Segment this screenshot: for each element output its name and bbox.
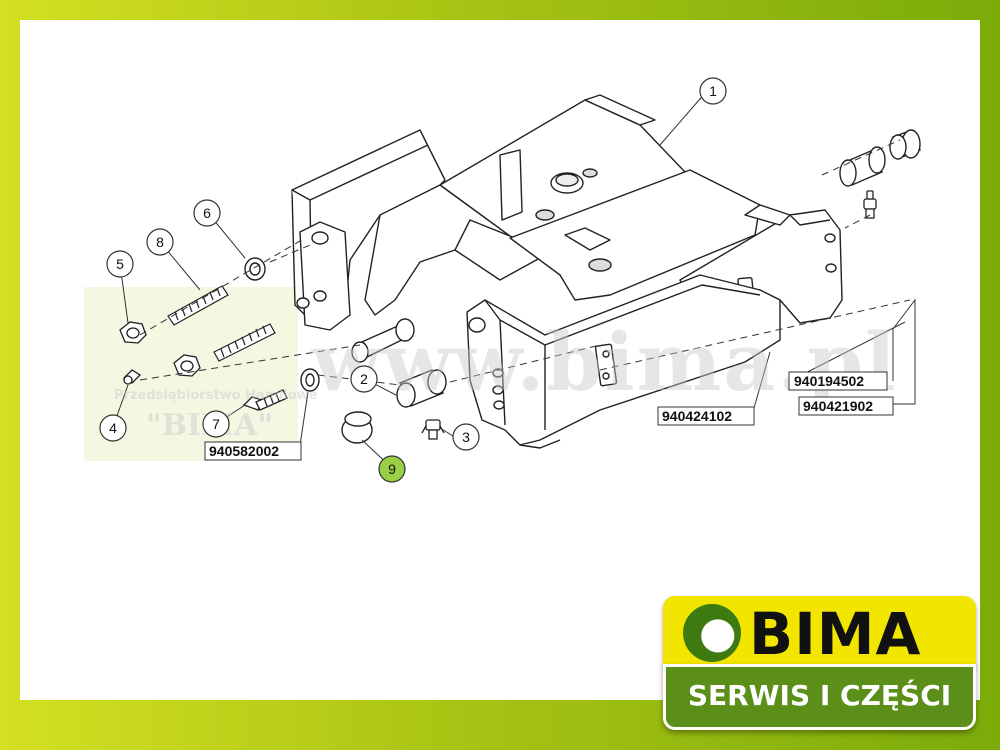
part-number-940421902: 940421902 xyxy=(798,396,894,416)
part-number-940194502-label: 940194502 xyxy=(794,373,864,389)
grease-nipple-upper xyxy=(863,190,877,219)
callout-4-label: 4 xyxy=(109,420,117,436)
part-number-940421902-label: 940421902 xyxy=(803,398,873,414)
front-axle-frame xyxy=(291,94,843,449)
callout-7-label: 7 xyxy=(212,416,220,432)
part-number-940582002: 940582002 xyxy=(204,441,302,461)
callout-1: 1 xyxy=(699,77,727,105)
watermark-company-line: Przedsiębiorstwo Handlowe xyxy=(114,388,318,403)
part-number-940582002-label: 940582002 xyxy=(209,443,279,459)
bushing-upper-small xyxy=(839,146,886,187)
logo-top-panel: BIMA xyxy=(663,596,976,668)
callout-8: 8 xyxy=(146,228,174,256)
washer-lower xyxy=(300,368,320,392)
bolt-part-7 xyxy=(242,389,288,411)
cap-part-9 xyxy=(341,411,373,444)
logo-bottom-panel: SERWIS I CZĘŚCI xyxy=(663,664,976,730)
callout-5-label: 5 xyxy=(116,256,124,272)
logo-tagline: SERWIS I CZĘŚCI xyxy=(687,679,952,712)
callout-2-label: 2 xyxy=(360,371,368,387)
callout-1-label: 1 xyxy=(709,83,717,99)
logo-ball-icon xyxy=(683,604,741,662)
callout-8-label: 8 xyxy=(156,234,164,250)
bushing-upper-large xyxy=(889,129,921,160)
callout-5: 5 xyxy=(106,250,134,278)
callout-3: 3 xyxy=(452,423,480,451)
callout-4: 4 xyxy=(99,414,127,442)
bima-logo: BIMA SERWIS I CZĘŚCI xyxy=(663,596,976,736)
callout-3-label: 3 xyxy=(462,429,470,445)
callout-9-label: 9 xyxy=(388,461,396,477)
bushing-part-2 xyxy=(396,369,447,408)
watermark-url: www.bima.pl xyxy=(312,315,898,409)
callout-6-label: 6 xyxy=(203,205,211,221)
part-number-940194502: 940194502 xyxy=(788,371,888,391)
stud-part-8 xyxy=(167,285,276,362)
callout-6: 6 xyxy=(193,199,221,227)
part-number-940424102: 940424102 xyxy=(657,406,755,426)
washer-part-6 xyxy=(244,257,266,281)
pin-part-4 xyxy=(122,369,142,385)
logo-wordmark: BIMA xyxy=(749,600,922,668)
callout-7: 7 xyxy=(202,410,230,438)
part-number-940424102-label: 940424102 xyxy=(662,408,732,424)
callout-2: 2 xyxy=(350,365,378,393)
callout-9: 9 xyxy=(378,455,406,483)
nut-part-5 xyxy=(119,321,201,377)
